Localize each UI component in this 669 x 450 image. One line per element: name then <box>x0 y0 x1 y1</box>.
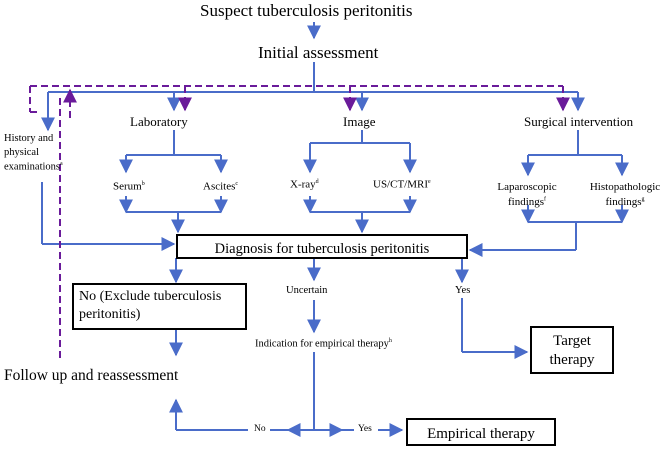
history-footnote: a <box>60 161 63 168</box>
no-exclude-label: No (Exclude tuberculosis peritonitis) <box>79 289 222 322</box>
node-laboratory: Laboratory <box>130 114 188 129</box>
node-image: Image <box>343 114 376 129</box>
node-indication-empirical: Indication for empirical therapyh <box>255 338 392 350</box>
label-no: No <box>254 424 266 434</box>
node-suspect-tb-peritonitis: Suspect tuberculosis peritonitis <box>200 1 413 20</box>
history-label: History and physical examinations <box>4 133 60 173</box>
indication-label: Indication for empirical therapy <box>255 338 389 350</box>
laparoscopic-footnote: f <box>544 196 547 203</box>
feedback-loop <box>29 85 570 358</box>
node-follow-up-reassessment: Follow up and reassessment <box>4 367 179 384</box>
box-diagnosis: Diagnosis for tuberculosis peritonitis <box>176 234 468 259</box>
ascites-label: Ascites <box>203 180 236 193</box>
label-yes: Yes <box>358 424 372 434</box>
us-ct-mri-footnote: e <box>428 179 431 185</box>
node-serum: Serumb <box>113 181 145 193</box>
node-ascites: Ascitesc <box>203 181 238 193</box>
node-yes-branch: Yes <box>455 285 471 296</box>
node-laparoscopic-findings: Laparoscopic findingsf <box>488 180 566 211</box>
box-empirical-therapy: Empirical therapy <box>406 418 556 446</box>
box-target-therapy: Target therapy <box>530 326 614 374</box>
histopathologic-label: Histopathologic findings <box>589 181 661 209</box>
node-histopathologic-findings: Histopathologic findingsg <box>585 180 665 211</box>
node-uncertain: Uncertain <box>286 285 328 296</box>
target-therapy-label: Target therapy <box>549 333 595 368</box>
node-xray: X-rayd <box>290 179 319 191</box>
ascites-footnote: c <box>235 181 239 187</box>
blue-arrows <box>41 22 629 437</box>
us-ct-mri-label: US/CT/MRI <box>373 178 429 191</box>
xray-footnote: d <box>315 179 319 185</box>
diagnosis-label: Diagnosis for tuberculosis peritonitis <box>214 241 430 257</box>
serum-footnote: b <box>141 181 145 187</box>
serum-label: Serum <box>113 180 142 193</box>
node-initial-assessment: Initial assessment <box>258 43 379 62</box>
empirical-therapy-label: Empirical therapy <box>427 426 535 442</box>
laparoscopic-label: Laparoscopic findings <box>497 181 557 209</box>
xray-label: X-ray <box>290 178 316 191</box>
box-no-exclude: No (Exclude tuberculosis peritonitis) <box>72 283 247 330</box>
node-surgical-intervention: Surgical intervention <box>524 114 634 129</box>
node-history-physical: History and physical examinationsa <box>4 132 68 175</box>
node-us-ct-mri: US/CT/MRIe <box>373 179 431 191</box>
indication-footnote: h <box>388 338 392 344</box>
histopathologic-footnote: g <box>641 196 645 203</box>
